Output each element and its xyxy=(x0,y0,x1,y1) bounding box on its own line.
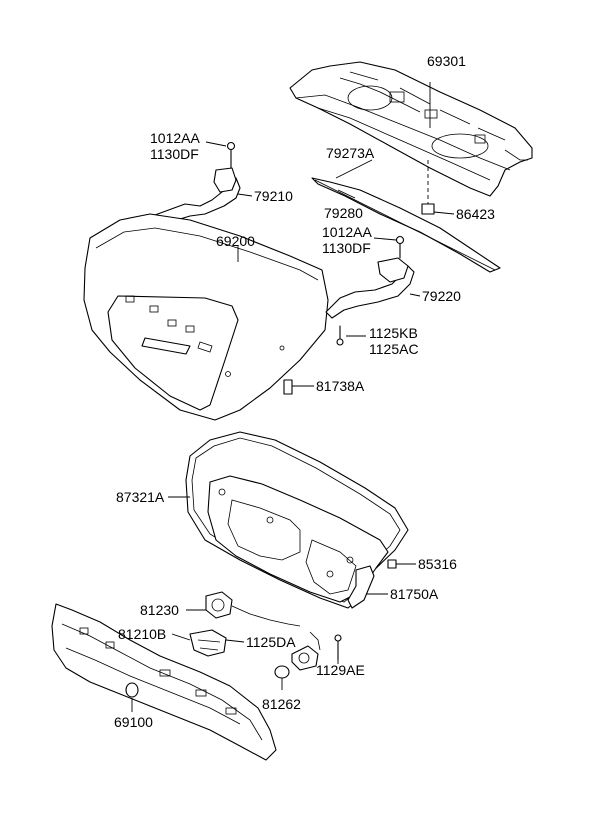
rear-package-tray-69301 xyxy=(289,61,533,197)
cable-79273A xyxy=(311,159,501,273)
label-79220: 79220 xyxy=(422,288,461,304)
clip-86423 xyxy=(421,160,455,215)
lock-cylinder xyxy=(291,631,342,671)
label-81262: 81262 xyxy=(262,696,301,712)
label-1125KB: 1125KB xyxy=(369,325,418,341)
label-69301: 69301 xyxy=(427,53,466,69)
part-labels: 69301 1012AA 1130DF 79210 79273A 79280 8… xyxy=(114,53,495,730)
label-85316: 85316 xyxy=(418,556,457,572)
latch-81230 xyxy=(186,591,301,627)
trunk-inner-panel xyxy=(168,475,389,603)
label-1130DF-mid: 1130DF xyxy=(322,240,371,256)
trunk-lid-69200 xyxy=(83,213,329,421)
hinge-79220 xyxy=(325,235,421,346)
label-79280: 79280 xyxy=(324,205,363,221)
bumper-stop-81738A xyxy=(283,379,314,395)
label-79210: 79210 xyxy=(254,188,293,204)
handle-81750A xyxy=(347,565,388,609)
grommet-81262 xyxy=(274,665,290,690)
label-81738A: 81738A xyxy=(316,378,365,394)
label-81230: 81230 xyxy=(140,602,179,618)
label-69100: 69100 xyxy=(114,714,153,730)
label-87321A: 87321A xyxy=(116,489,165,505)
label-86423: 86423 xyxy=(456,206,495,222)
rear-panel-69100 xyxy=(51,603,277,761)
label-1129AE: 1129AE xyxy=(316,662,365,678)
latch-81210B xyxy=(171,629,245,657)
label-79273A: 79273A xyxy=(326,145,375,161)
label-81210B: 81210B xyxy=(118,626,166,642)
label-81750A: 81750A xyxy=(390,586,439,602)
retainer-85316 xyxy=(387,559,416,569)
hinge-79210 xyxy=(154,141,253,223)
label-1125DA: 1125DA xyxy=(246,634,296,650)
label-1125AC: 1125AC xyxy=(369,341,419,357)
label-1012AA-top: 1012AA xyxy=(150,130,200,146)
label-1130DF-top: 1130DF xyxy=(150,146,199,162)
label-1012AA-mid: 1012AA xyxy=(322,224,372,240)
label-69200: 69200 xyxy=(216,233,255,249)
